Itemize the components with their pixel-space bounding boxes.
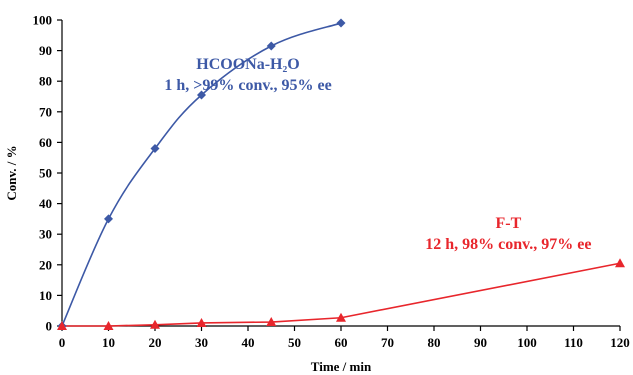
x-tick-label: 30 bbox=[195, 335, 208, 350]
y-tick-label: 40 bbox=[39, 196, 52, 211]
x-tick-label: 120 bbox=[610, 335, 630, 350]
data-point-triangle bbox=[266, 317, 277, 327]
x-axis-label: Time / min bbox=[311, 359, 372, 374]
y-tick-label: 70 bbox=[39, 104, 52, 119]
x-tick-label: 90 bbox=[474, 335, 487, 350]
x-tick-label: 50 bbox=[288, 335, 301, 350]
y-tick-label: 30 bbox=[39, 227, 52, 242]
data-point-diamond bbox=[104, 214, 113, 224]
x-tick-label: 110 bbox=[564, 335, 583, 350]
y-tick-label: 10 bbox=[39, 288, 52, 303]
data-point-diamond bbox=[266, 41, 276, 51]
y-tick-label: 50 bbox=[39, 166, 52, 181]
data-point-diamond bbox=[336, 18, 346, 28]
axes bbox=[57, 19, 621, 331]
data-point-triangle bbox=[615, 258, 625, 268]
tick-labels: 0 10 20 30 40 50 60 70 80 90 100 0 10 20 30 40 50 60 70 80 9… bbox=[33, 13, 630, 351]
y-axis-label: Conv. / % bbox=[4, 145, 19, 200]
data-point-triangle bbox=[336, 312, 346, 322]
data-point-diamond bbox=[197, 90, 206, 100]
y-tick-label: 60 bbox=[39, 135, 52, 150]
data-point-diamond bbox=[150, 144, 160, 154]
annotation-hcoona-detail: 1 h, >99% conv., 95% ee bbox=[164, 77, 331, 94]
y-tick-label: 20 bbox=[39, 257, 52, 272]
series-lines bbox=[61, 22, 621, 327]
x-tick-label: 20 bbox=[149, 335, 162, 350]
x-tick-label: 0 bbox=[59, 335, 66, 350]
data-point-triangle bbox=[196, 317, 207, 327]
annotation-ft-title: F-T bbox=[496, 215, 522, 232]
x-tick-label: 70 bbox=[381, 335, 394, 350]
y-tick-label: 0 bbox=[46, 319, 53, 334]
y-tick-label: 90 bbox=[39, 43, 52, 58]
data-point-triangle bbox=[103, 321, 114, 330]
x-tick-label: 10 bbox=[102, 335, 115, 350]
data-point-triangle bbox=[57, 321, 67, 330]
x-tick-label: 60 bbox=[335, 335, 348, 350]
y-tick-label: 80 bbox=[39, 74, 52, 89]
x-tick-label: 80 bbox=[428, 335, 441, 350]
series-markers bbox=[57, 18, 625, 331]
x-tick-label: 100 bbox=[517, 335, 537, 350]
annotation-hcoona-title: HCOONa-H₂O bbox=[196, 56, 299, 73]
data-point-triangle bbox=[150, 319, 160, 329]
x-tick-label: 40 bbox=[242, 335, 255, 350]
annotation-ft-detail: 12 h, 98% conv., 97% ee bbox=[425, 236, 591, 253]
y-tick-label: 100 bbox=[33, 13, 53, 28]
